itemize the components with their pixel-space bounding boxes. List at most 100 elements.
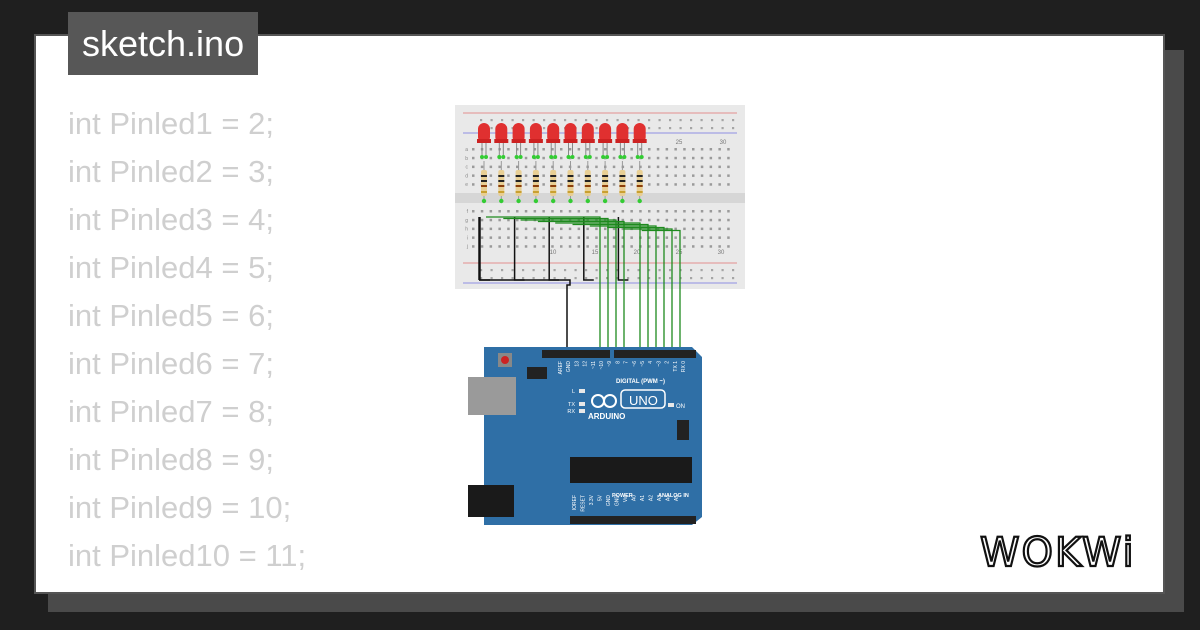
rail-hole [606, 277, 609, 280]
breadboard-hole [604, 210, 607, 213]
row-label: b [465, 156, 468, 162]
rail-hole [606, 269, 609, 272]
breadboard-hole [595, 156, 598, 160]
breadboard-hole [727, 148, 730, 151]
rail-hole [501, 269, 504, 272]
resistor-band [550, 191, 557, 193]
resistor-band [602, 191, 609, 193]
rail-hole [669, 119, 672, 122]
breadboard-hole [507, 165, 510, 169]
code-line: int Pinled9 = 10; [68, 490, 292, 525]
pin-label: TX 1 [673, 361, 679, 372]
rail-hole [490, 277, 493, 280]
breadboard-hole [524, 148, 528, 151]
breadboard-hole [656, 218, 660, 222]
breadboard-hole [674, 227, 677, 231]
breadboard-hole [507, 245, 510, 248]
pin-header [614, 350, 696, 358]
breadboard-hole [533, 236, 537, 239]
rail-hole [490, 269, 493, 272]
microcontroller-chip [570, 457, 692, 483]
breadboard-hole [595, 174, 598, 177]
breadboard-hole [516, 227, 519, 231]
breadboard-hole [718, 227, 721, 231]
breadboard-hole [665, 218, 669, 222]
breadboard-hole [683, 148, 686, 151]
file-tab[interactable]: sketch.ino [68, 12, 259, 75]
pin-label: ~3 [656, 361, 662, 367]
breadboard-hole [489, 210, 493, 213]
breadboard-hole [498, 218, 501, 222]
breadboard-hole [524, 165, 528, 169]
pin-label: A0 [632, 495, 638, 501]
usb-connector [468, 377, 516, 415]
resistor-band [602, 175, 609, 177]
rail-hole [669, 127, 672, 130]
connection-dot [551, 198, 556, 204]
breadboard-hole [533, 227, 537, 231]
breadboard-hole [665, 236, 669, 239]
row-label: h [465, 227, 468, 233]
breadboard-hole [727, 236, 730, 239]
column-label: 10 [550, 250, 557, 256]
led [581, 123, 594, 143]
breadboard-hole [630, 218, 633, 222]
breadboard-hole [472, 174, 475, 177]
pin-label: 12 [583, 361, 589, 367]
breadboard-hole [648, 236, 651, 239]
breadboard-hole [621, 227, 625, 231]
rail-hole [679, 127, 682, 130]
breadboard-hole [489, 227, 493, 231]
breadboard-hole [683, 165, 686, 169]
connection-dot [587, 155, 592, 159]
breadboard-hole [595, 165, 598, 169]
breadboard-hole [709, 227, 713, 231]
code-line: int Pinled2 = 3; [68, 154, 274, 189]
breadboard-hole [718, 165, 721, 169]
status-led [579, 402, 585, 406]
breadboard-hole [674, 174, 677, 177]
rail-hole [543, 127, 546, 130]
column-label: 20 [634, 250, 641, 256]
resistor-band [636, 191, 643, 193]
breadboard-hole [604, 245, 607, 248]
signal-wire [607, 226, 665, 355]
breadboard-hole [498, 165, 501, 169]
rail-hole [511, 119, 514, 122]
breadboard-hole [683, 218, 686, 222]
breadboard-hole [612, 245, 616, 248]
breadboard-hole [551, 210, 554, 213]
breadboard-hole [674, 165, 677, 169]
signal-wire [572, 223, 649, 355]
breadboard-hole [630, 156, 633, 160]
breadboard-hole [692, 165, 695, 169]
rail-hole [595, 269, 598, 272]
connection-dot [570, 155, 575, 159]
rail-hole [501, 277, 504, 280]
breadboard-hole [665, 210, 669, 213]
breadboard-hole [692, 210, 695, 213]
breadboard-channel [455, 193, 745, 203]
resistor-band [481, 185, 487, 187]
breadboard-hole [542, 183, 545, 186]
breadboard-hole [604, 227, 607, 231]
breadboard-hole [709, 148, 713, 151]
breadboard-hole [612, 183, 616, 186]
breadboard-hole [639, 148, 642, 151]
breadboard-hole [560, 236, 563, 239]
resistor-band [619, 185, 626, 187]
led-base [546, 139, 561, 143]
breadboard-hole [674, 218, 677, 222]
breadboard-hole [630, 183, 633, 186]
code-editor[interactable]: int Pinled1 = 2;int Pinled2 = 3;int Pinl… [68, 100, 306, 580]
breadboard-hole [612, 174, 616, 177]
breadboard-hole [577, 148, 581, 151]
breadboard-hole [656, 156, 660, 160]
rail-hole [648, 277, 651, 280]
breadboard-hole [718, 245, 721, 248]
breadboard-hole [683, 210, 686, 213]
row-label: j [466, 244, 468, 250]
breadboard-hole [480, 218, 484, 222]
row-label: f [467, 209, 469, 215]
code-line: int Pinled6 = 7; [68, 346, 274, 381]
